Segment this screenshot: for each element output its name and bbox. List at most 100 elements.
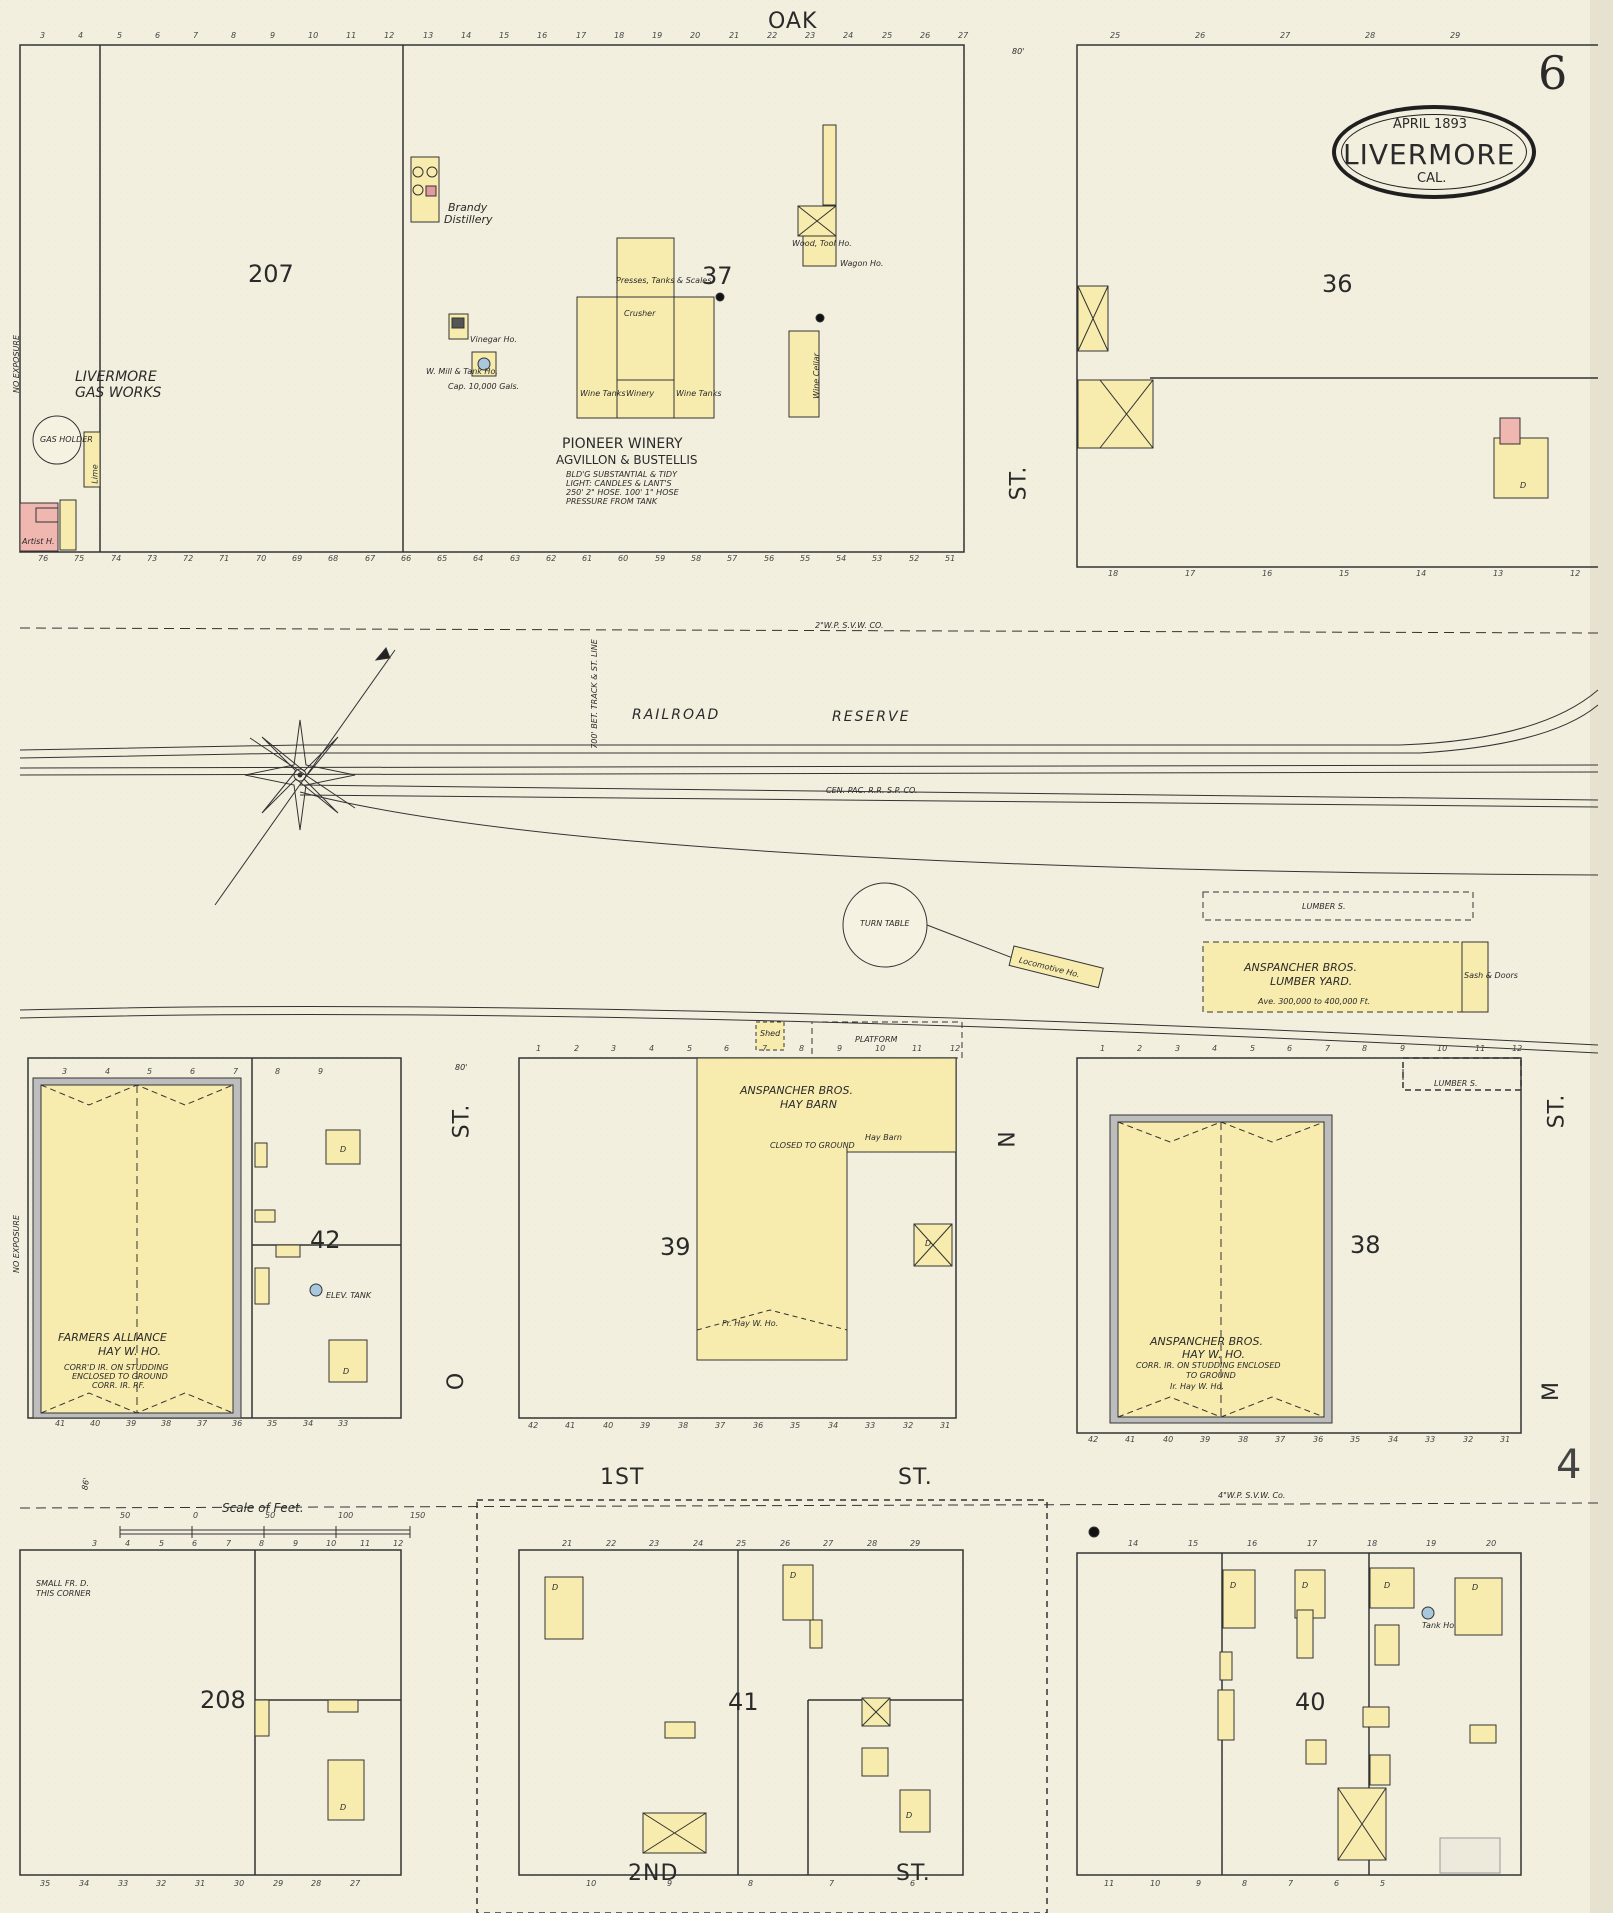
lot-number: 71 [219,554,230,563]
lot-number: 40 [1163,1435,1174,1444]
lumber-s2-outline [1402,1057,1522,1091]
lot-number: 11 [1475,1044,1486,1053]
dwelling-mark: D [552,1583,559,1592]
tank-label: W. Mill & Tank Ho. [426,367,498,376]
lot-number: 3 [611,1044,617,1053]
lot-number: 9 [270,31,276,40]
lumber-s2-label: LUMBER S. [1434,1079,1478,1088]
artist-label: Artist H. [22,537,55,546]
block-36 [1076,44,1598,568]
dwelling-mark: D [1302,1581,1309,1590]
farmers-label-2: HAY W. HO. [98,1345,161,1358]
lot-number: 25 [882,31,893,40]
block-number-208: 208 [200,1686,246,1714]
street-n: N [995,1130,1021,1148]
dwelling-mark: D [906,1811,913,1820]
lot-number: 35 [1350,1435,1361,1444]
b208-shed-2 [327,1699,359,1713]
street-2nd: 2ND [628,1861,679,1886]
winery-presses [616,237,675,299]
street-1st: 1ST [600,1465,645,1490]
fr-hay-label: Fr. Hay W. Ho. [722,1319,779,1328]
b36-a-x2 [1077,285,1109,352]
farmers-truss-bottom [40,1392,234,1414]
lot-number: 12 [950,1044,961,1053]
wine-cellar [788,330,820,418]
lot-number: 41 [1125,1435,1136,1444]
street-m: M [1538,1381,1564,1401]
lot-number: 32 [903,1421,914,1430]
lot-number: 13 [1493,569,1504,578]
no-exposure-south: NO EXPOSURE [12,1214,22,1274]
lot-number: 12 [393,1539,404,1548]
lot-number: 34 [79,1879,90,1888]
lot-number: 6 [1287,1044,1293,1053]
lot-number: 61 [582,554,593,563]
lot-number: 14 [1128,1539,1139,1548]
compass-ew [249,737,356,809]
lot-number: 4 [1212,1044,1218,1053]
b41-shed-2 [664,1721,696,1739]
b40-shed-1 [1219,1651,1233,1681]
pinhole [1088,1526,1100,1538]
lot-number: 15 [1188,1539,1199,1548]
lot-number: 27 [958,31,969,40]
lot-number: 34 [1388,1435,1399,1444]
dwelling-mark: D [790,1571,797,1580]
b42-dwelling-2 [328,1339,368,1383]
lumber-yard [1202,941,1489,1013]
lot-number: 33 [1425,1435,1436,1444]
lot-number: 17 [576,31,587,40]
lot-number: 36 [753,1421,764,1430]
lot-number: 33 [338,1419,349,1428]
lot-number: 73 [147,554,158,563]
still-2 [426,166,438,178]
block-number-207: 207 [248,260,294,288]
lot-number: 15 [1339,569,1350,578]
track-1 [19,689,1599,751]
lot-number: 75 [74,554,85,563]
lot-number: 12 [1570,569,1581,578]
block-208-buildings [254,1699,365,1821]
gas-works-label: LIVERMORE [75,369,157,385]
lot-number: 4 [125,1539,131,1548]
street-2nd-st: ST. [896,1861,931,1886]
track-4 [19,771,1599,776]
lot-number: 26 [780,1539,791,1548]
track-2 [19,704,1599,759]
lot-number: 38 [1238,1435,1249,1444]
lot-number: 8 [1362,1044,1368,1053]
adjoining-sheet: 4 [1556,1442,1582,1488]
cen-pac-label: CEN. PAC. R.R. S.P. CO. [826,786,918,795]
farmers-label-3: CORR'D IR. ON STUDDING [64,1363,169,1372]
lot-number: 68 [328,554,339,563]
lot-number: 74 [111,554,122,563]
lot-number: 76 [38,554,49,563]
lot-number: 40 [90,1419,101,1428]
b42-shed-1 [254,1142,268,1168]
lot-number: 36 [1313,1435,1324,1444]
agvillon-label: AGVILLON & BUSTELLIS [556,453,698,467]
lot-number: 6 [190,1067,196,1076]
lot-number: 5 [1380,1879,1386,1888]
block-number-41: 41 [728,1688,759,1716]
b41-dwelling-1 [544,1576,584,1640]
track-9 [19,1014,1599,1054]
wine-tanks-left-label: Wine Tanks [580,389,626,398]
right-edge-shadow [1590,0,1613,1913]
pioneer-note-4: PRESSURE FROM TANK [566,497,658,506]
block-41-buildings [544,1564,931,1854]
wagon-house [802,235,837,267]
b40-shed-4 [1374,1624,1400,1666]
lot-number: 63 [510,554,521,563]
block-208-outline [19,1549,402,1876]
title-state: CAL. [1417,171,1447,186]
lot-number: 9 [293,1539,299,1548]
lot-number: 10 [1437,1044,1448,1053]
gas-holder-label: GAS HOLDER [40,435,93,444]
hay-barn-label-2: HAY BARN [780,1098,837,1111]
lot-number: 41 [55,1419,66,1428]
lot-number: 3 [1175,1044,1181,1053]
lot-number: 16 [1247,1539,1258,1548]
b36-pink-addition [1499,417,1521,445]
